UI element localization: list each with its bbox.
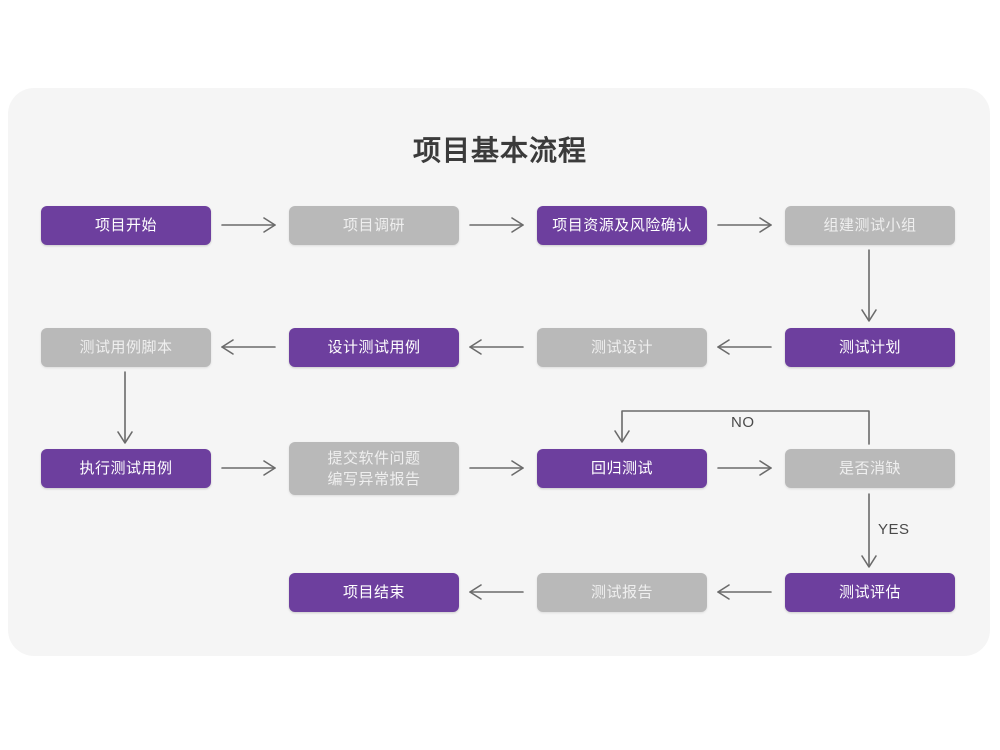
node-test-plan[interactable]: 测试计划	[785, 328, 955, 367]
node-test-case-script[interactable]: 测试用例脚本	[41, 328, 211, 367]
node-execute-test-case[interactable]: 执行测试用例	[41, 449, 211, 488]
node-design-test-case[interactable]: 设计测试用例	[289, 328, 459, 367]
node-defect-cleared[interactable]: 是否消缺	[785, 449, 955, 488]
node-project-end[interactable]: 项目结束	[289, 573, 459, 612]
node-submit-defect-report[interactable]: 提交软件问题 编写异常报告	[289, 442, 459, 495]
edge-label-no: NO	[731, 414, 755, 431]
edge-label-yes: YES	[878, 521, 910, 538]
node-project-start[interactable]: 项目开始	[41, 206, 211, 245]
node-project-research[interactable]: 项目调研	[289, 206, 459, 245]
page-title: 项目基本流程	[412, 135, 587, 166]
diagram-card	[8, 88, 990, 656]
node-regression-test[interactable]: 回归测试	[537, 449, 707, 488]
node-test-design[interactable]: 测试设计	[537, 328, 707, 367]
node-resource-risk-confirm[interactable]: 项目资源及风险确认	[537, 206, 707, 245]
node-build-test-team[interactable]: 组建测试小组	[785, 206, 955, 245]
node-test-report[interactable]: 测试报告	[537, 573, 707, 612]
node-test-evaluation[interactable]: 测试评估	[785, 573, 955, 612]
